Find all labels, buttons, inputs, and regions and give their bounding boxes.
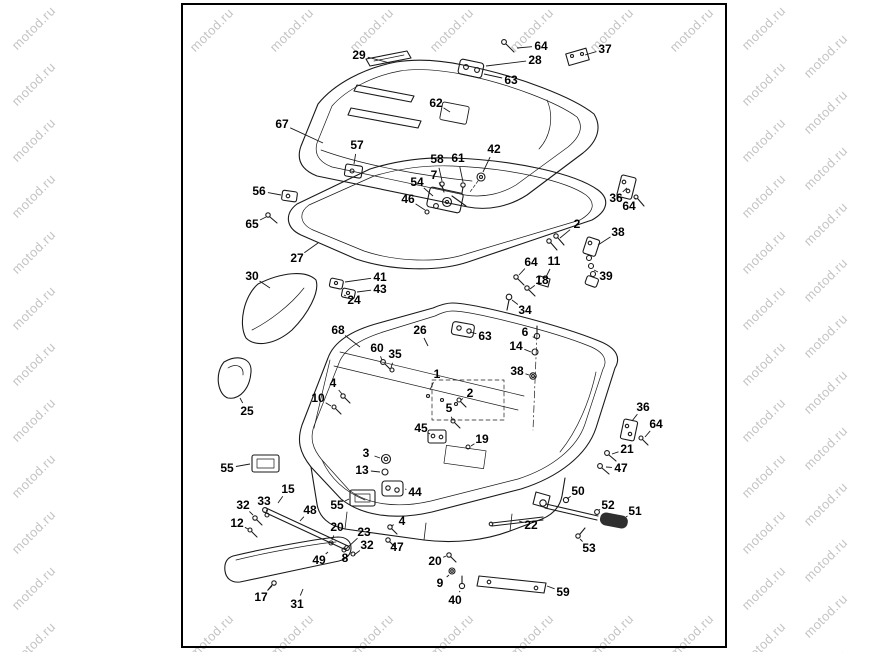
- part-label-38: 38: [510, 364, 524, 378]
- part-label-33: 33: [257, 494, 271, 508]
- part-label-20: 20: [330, 520, 344, 534]
- part-label-47: 47: [614, 461, 628, 475]
- part-label-64: 64: [524, 255, 538, 269]
- part-label-27: 27: [290, 251, 304, 265]
- part-label-45: 45: [414, 421, 428, 435]
- part-label-42: 42: [487, 142, 501, 156]
- part-label-19: 19: [475, 432, 489, 446]
- part-label-65: 65: [245, 217, 259, 231]
- part-label-23: 23: [357, 525, 371, 539]
- part-label-36: 36: [636, 400, 650, 414]
- part-label-17: 17: [254, 590, 268, 604]
- part-label-15: 15: [281, 482, 295, 496]
- part-label-63: 63: [478, 329, 492, 343]
- part-label-58: 58: [430, 152, 444, 166]
- part-label-38: 38: [611, 225, 625, 239]
- part-label-68: 68: [331, 323, 345, 337]
- part-label-5: 5: [445, 401, 453, 415]
- part-label-24: 24: [347, 293, 361, 307]
- part-label-64: 64: [622, 199, 636, 213]
- part-label-8: 8: [341, 551, 349, 565]
- part-label-41: 41: [373, 270, 387, 284]
- part-label-1: 1: [433, 367, 441, 381]
- part-label-52: 52: [601, 498, 615, 512]
- part-label-34: 34: [518, 303, 532, 317]
- part-label-60: 60: [370, 341, 384, 355]
- part-label-2: 2: [466, 386, 474, 400]
- part-label-20: 20: [428, 554, 442, 568]
- part-label-50: 50: [571, 484, 585, 498]
- part-label-49: 49: [312, 553, 326, 567]
- part-label-55: 55: [220, 461, 234, 475]
- part-label-48: 48: [303, 503, 317, 517]
- part-label-67: 67: [275, 117, 289, 131]
- part-label-28: 28: [528, 53, 542, 67]
- part-label-40: 40: [448, 593, 462, 607]
- part-label-54: 54: [410, 175, 424, 189]
- part-label-13: 13: [355, 463, 369, 477]
- part-label-25: 25: [240, 404, 254, 418]
- part-label-32: 32: [360, 538, 374, 552]
- part-label-59: 59: [556, 585, 570, 599]
- part-label-56: 56: [252, 184, 266, 198]
- diagram-frame: [181, 3, 727, 648]
- part-label-22: 22: [524, 518, 538, 532]
- part-label-37: 37: [598, 42, 612, 56]
- part-label-39: 39: [599, 269, 613, 283]
- part-label-9: 9: [436, 576, 444, 590]
- part-label-4: 4: [398, 514, 406, 528]
- part-label-11: 11: [547, 254, 561, 268]
- part-label-51: 51: [628, 504, 642, 518]
- part-label-14: 14: [509, 339, 523, 353]
- part-label-30: 30: [245, 269, 259, 283]
- part-label-4: 4: [329, 376, 337, 390]
- part-label-43: 43: [373, 282, 387, 296]
- part-label-7: 7: [430, 168, 438, 182]
- part-label-21: 21: [620, 442, 634, 456]
- part-label-64: 64: [649, 417, 663, 431]
- part-label-53: 53: [582, 541, 596, 555]
- part-label-18: 18: [535, 273, 549, 287]
- part-label-64: 64: [534, 39, 548, 53]
- part-label-12: 12: [230, 516, 244, 530]
- part-label-61: 61: [451, 151, 465, 165]
- part-label-32: 32: [236, 498, 250, 512]
- part-label-62: 62: [429, 96, 443, 110]
- part-label-31: 31: [290, 597, 304, 611]
- part-label-63: 63: [504, 73, 518, 87]
- part-label-35: 35: [388, 347, 402, 361]
- part-label-6: 6: [521, 325, 529, 339]
- part-label-29: 29: [352, 48, 366, 62]
- part-label-46: 46: [401, 192, 415, 206]
- part-label-10: 10: [311, 391, 325, 405]
- part-label-2: 2: [573, 217, 581, 231]
- part-label-3: 3: [362, 446, 370, 460]
- part-label-47: 47: [390, 540, 404, 554]
- part-label-44: 44: [408, 485, 422, 499]
- part-label-36: 36: [609, 191, 623, 205]
- part-label-57: 57: [350, 138, 364, 152]
- part-label-55: 55: [330, 498, 344, 512]
- part-label-26: 26: [413, 323, 427, 337]
